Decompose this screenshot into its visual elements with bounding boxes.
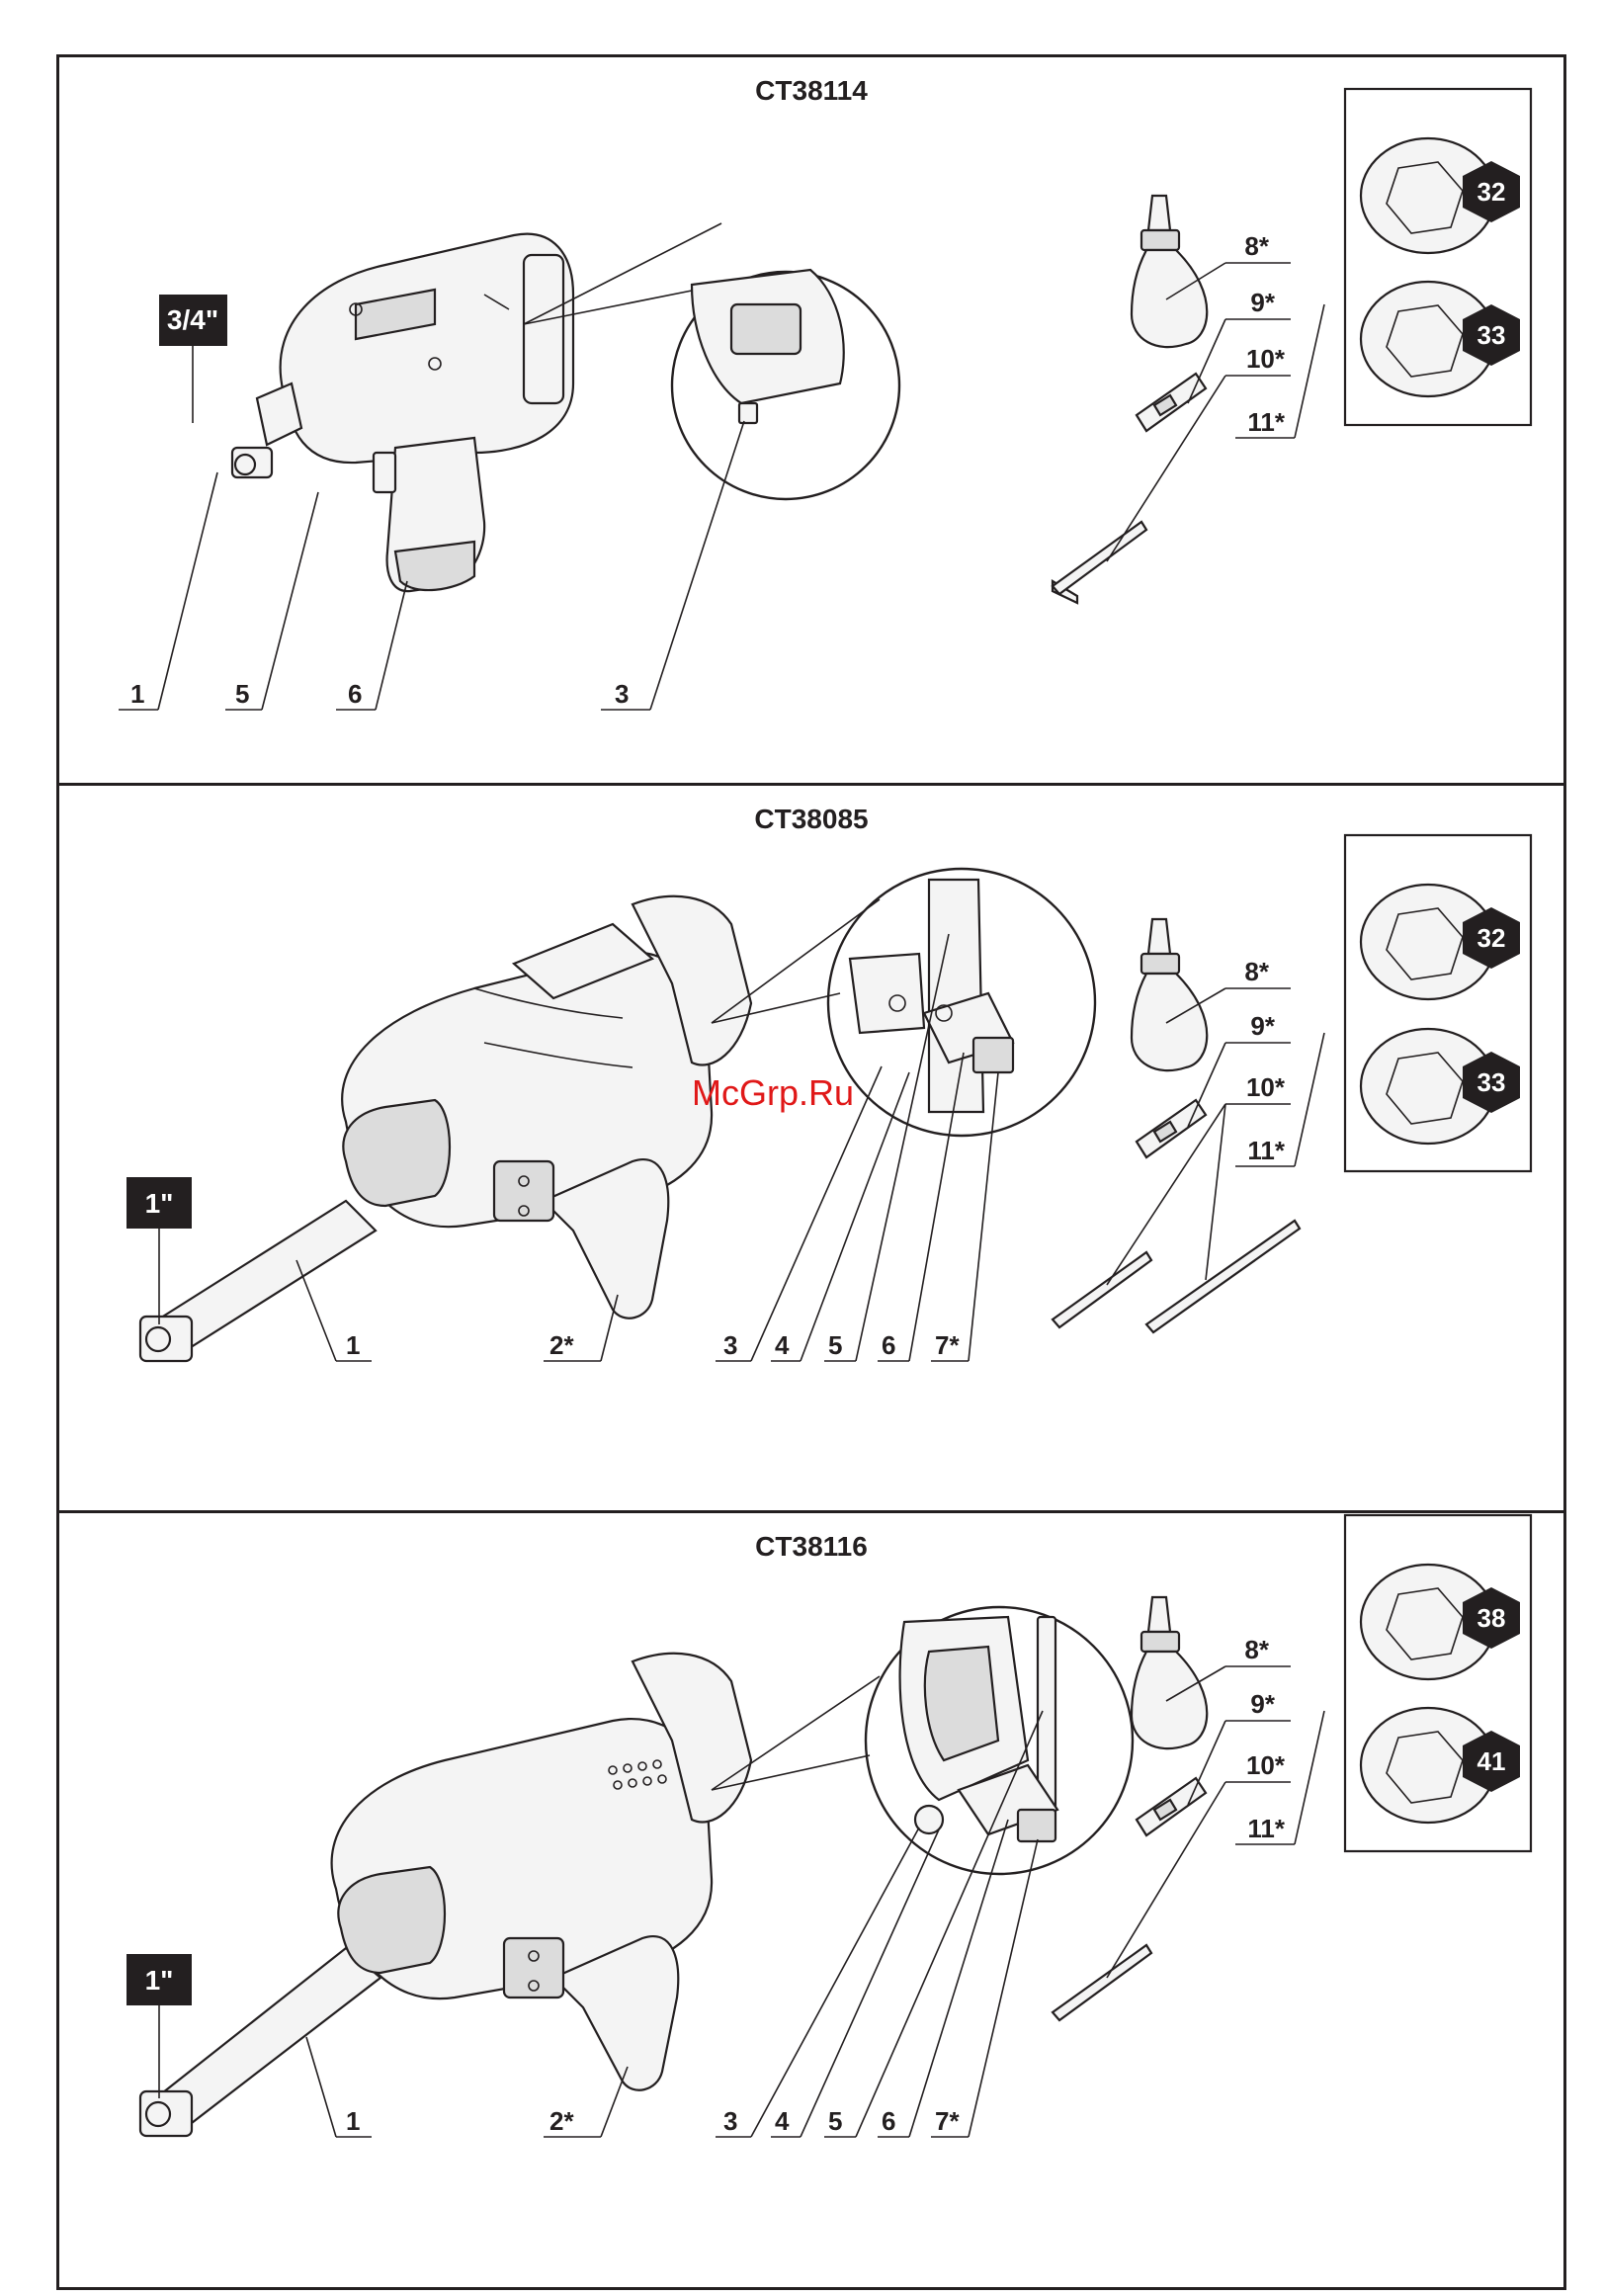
accessories: 8* 9* 10* 11* (1053, 1597, 1324, 2020)
part-label: 4 (775, 1330, 790, 1360)
part-label: 2* (549, 1330, 574, 1360)
impact-wrench-pistol (232, 234, 573, 591)
socket: 32 (1361, 885, 1520, 999)
accessory-label: 8* (1244, 231, 1269, 261)
accessory-label: 9* (1250, 1689, 1275, 1719)
accessory-label: 11* (1247, 1814, 1285, 1843)
part-label: 6 (882, 2106, 895, 2136)
accessory-label: 9* (1250, 288, 1275, 317)
accessory-label: 8* (1244, 957, 1269, 986)
impact-wrench-inline (140, 1654, 751, 2136)
panel-ct38114: CT38114 3/4" (59, 57, 1563, 783)
socket-size-label: 33 (1477, 1067, 1506, 1097)
part-label: 5 (235, 679, 249, 709)
accessory-label: 10* (1246, 344, 1286, 374)
socket-size-label: 32 (1477, 177, 1506, 207)
socket-size-label: 32 (1477, 923, 1506, 953)
socket-size-label: 41 (1477, 1746, 1506, 1776)
part-label: 6 (348, 679, 362, 709)
detail-circle (524, 223, 899, 499)
part-label: 7* (935, 2106, 960, 2136)
part-label: 3 (723, 2106, 737, 2136)
socket: 33 (1361, 1029, 1520, 1144)
socket: 32 (1361, 138, 1520, 253)
accessory-label: 9* (1250, 1011, 1275, 1041)
panel-diagram: 1" 1 2* 3 4 5 (59, 786, 1563, 1510)
panel-ct38085: CT38085 1" (59, 786, 1563, 1510)
accessories: 8* 9* 10* 11* (1053, 196, 1324, 603)
part-label: 5 (828, 2106, 842, 2136)
part-label: 3 (615, 679, 629, 709)
part-label: 6 (882, 1330, 895, 1360)
watermark: McGrp.Ru (692, 1072, 854, 1114)
socket-size-label: 33 (1477, 320, 1506, 350)
panel-ct38116: CT38116 1" (59, 1513, 1563, 2287)
part-label: 5 (828, 1330, 842, 1360)
drive-size-label: 3/4" (167, 304, 218, 335)
socket-size-label: 38 (1477, 1603, 1506, 1633)
part-label: 1 (130, 679, 144, 709)
accessory-label: 11* (1247, 407, 1285, 437)
panel-diagram: 1" 1 2* 3 4 5 (59, 1513, 1563, 2287)
part-label: 7* (935, 1330, 960, 1360)
socket: 33 (1361, 282, 1520, 396)
impact-wrench-inline (140, 896, 751, 1361)
detail-circle (712, 1607, 1133, 1874)
socket: 41 (1361, 1708, 1520, 1823)
accessory-label: 8* (1244, 1635, 1269, 1664)
accessory-label: 11* (1247, 1136, 1285, 1165)
part-label: 1 (346, 1330, 360, 1360)
part-label: 4 (775, 2106, 790, 2136)
part-label: 3 (723, 1330, 737, 1360)
drive-size-label: 1" (145, 1965, 174, 1996)
accessory-label: 10* (1246, 1072, 1286, 1102)
part-label: 2* (549, 2106, 574, 2136)
accessory-label: 10* (1246, 1750, 1286, 1780)
part-label: 1 (346, 2106, 360, 2136)
socket: 38 (1361, 1565, 1520, 1679)
drive-size-label: 1" (145, 1188, 174, 1219)
panel-diagram: 3/4" 1 5 6 3 8* (59, 57, 1563, 783)
